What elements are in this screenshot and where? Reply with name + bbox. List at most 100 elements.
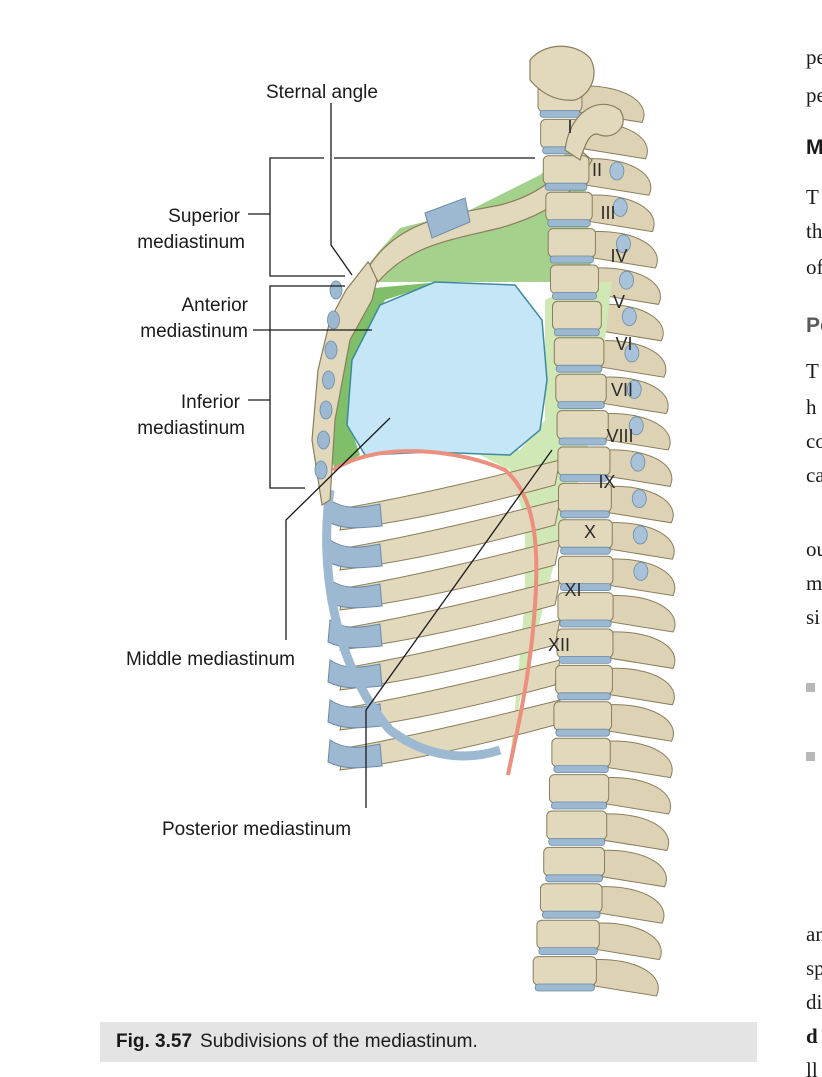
text-fragment: h: [806, 395, 817, 419]
text-fragment: si: [806, 605, 821, 629]
spinous-process: [591, 959, 659, 997]
intervertebral-disc: [551, 801, 608, 810]
text-fragment: T: [806, 359, 819, 383]
inferior-label-line1: Inferior: [181, 392, 241, 413]
vertebral-body: [532, 956, 597, 986]
costal-facet: [630, 452, 646, 472]
costal-cartilage-segments: [314, 280, 343, 480]
vertebral-body: [543, 846, 606, 877]
spinous-process: [604, 777, 671, 815]
costal-facet: [631, 489, 647, 509]
intervertebral-disc: [552, 291, 597, 300]
text-fragment: an: [806, 922, 822, 946]
vertebral-body: [555, 373, 607, 404]
vertebral-body: [536, 919, 600, 950]
text-fragment: th: [806, 219, 822, 243]
vertebra-numeral: VII: [611, 380, 633, 400]
costal-facet: [612, 197, 628, 217]
vertebral-body: [556, 410, 609, 440]
sternal-angle-label: Sternal angle: [266, 82, 378, 103]
first-rib-cartilage: [424, 197, 471, 239]
right-text-column: pepeMTthofPoThcocaoumsianspdidll: [806, 0, 822, 1077]
vertebral-body: [552, 300, 602, 331]
text-fragment: di: [806, 990, 822, 1014]
vertebral-body: [553, 701, 613, 731]
middle-mediastinum-label: Middle mediastinum: [126, 649, 295, 670]
spinous-process: [606, 704, 674, 742]
intervertebral-disc: [559, 473, 609, 482]
vertebra-numeral: IV: [610, 246, 627, 266]
vertebral-body: [545, 191, 593, 222]
costal-facet: [626, 379, 642, 399]
sternocostal-joint: [324, 340, 338, 360]
list-bullet: [806, 683, 815, 692]
vertebra-numeral: V: [613, 292, 625, 312]
costal-cartilage: [327, 739, 383, 769]
vertebral-body: [539, 883, 603, 913]
intervertebral-disc: [555, 728, 610, 737]
diaphragm-line: [331, 449, 539, 776]
rib: [339, 539, 561, 611]
vertebra-numeral: VIII: [606, 426, 633, 446]
rib: [339, 659, 561, 731]
rib: [339, 499, 561, 571]
text-fragment: sp: [806, 956, 822, 980]
vertebra-numeral: XII: [548, 635, 570, 655]
anterior-label-line2: mediastinum: [140, 321, 248, 342]
vertebral-body: [553, 337, 605, 367]
vertebral-body: [548, 774, 610, 804]
intervertebral-disc: [559, 619, 612, 628]
spinous-process: [602, 813, 669, 851]
first-rib-head: [564, 103, 624, 161]
rib: [339, 619, 561, 691]
text-fragment: ou: [806, 537, 822, 561]
text-fragment: d: [806, 1024, 818, 1048]
sternal-angle-leader: [330, 103, 353, 276]
costal-facet: [609, 161, 625, 181]
superior-label-line2: mediastinum: [137, 232, 245, 253]
rib: [339, 459, 561, 531]
text-fragment: pe: [806, 45, 822, 69]
intervertebral-disc: [548, 838, 606, 846]
spinous-process: [608, 595, 676, 633]
posterior-leader: [365, 449, 553, 808]
costal-margin: [322, 489, 502, 761]
intervertebral-disc: [547, 219, 591, 228]
intervertebral-disc: [553, 765, 609, 773]
vertebra-numeral: II: [592, 160, 602, 180]
text-fragment: co: [806, 429, 822, 453]
sternocostal-joint: [327, 310, 340, 330]
inferior-label-line2: mediastinum: [137, 418, 245, 439]
intervertebral-disc: [557, 692, 611, 701]
intervertebral-disc: [549, 255, 594, 264]
sternocostal-joint: [314, 460, 328, 480]
vertebra-numeral: III: [600, 203, 615, 223]
vertebra-numeral: X: [584, 522, 596, 542]
intervertebral-disc: [560, 510, 610, 519]
costal-facet: [628, 416, 644, 436]
superior-label-line1: Superior: [168, 206, 240, 227]
inferior-bracket: [269, 285, 345, 489]
vertebral-body: [546, 810, 608, 840]
text-fragment: T: [806, 185, 819, 209]
text-fragment: Po: [806, 314, 822, 337]
intervertebral-disc: [554, 328, 600, 337]
spinous-process: [594, 922, 662, 961]
rib: [339, 699, 561, 771]
text-fragment: pe: [806, 83, 822, 107]
ribs: [322, 459, 561, 771]
figure-number: Fig. 3.57: [116, 1031, 193, 1052]
vertebral-body: [551, 737, 611, 768]
text-fragment: of: [806, 255, 822, 279]
intervertebral-disc: [544, 182, 588, 191]
spinous-process: [608, 631, 676, 669]
text-fragment: ll: [806, 1058, 818, 1077]
middle-mediastinum-region: [346, 281, 548, 456]
spinous-process: [607, 667, 675, 706]
text-fragment: M: [806, 136, 822, 159]
costal-facet: [632, 525, 648, 545]
sternocostal-joint: [329, 280, 343, 300]
